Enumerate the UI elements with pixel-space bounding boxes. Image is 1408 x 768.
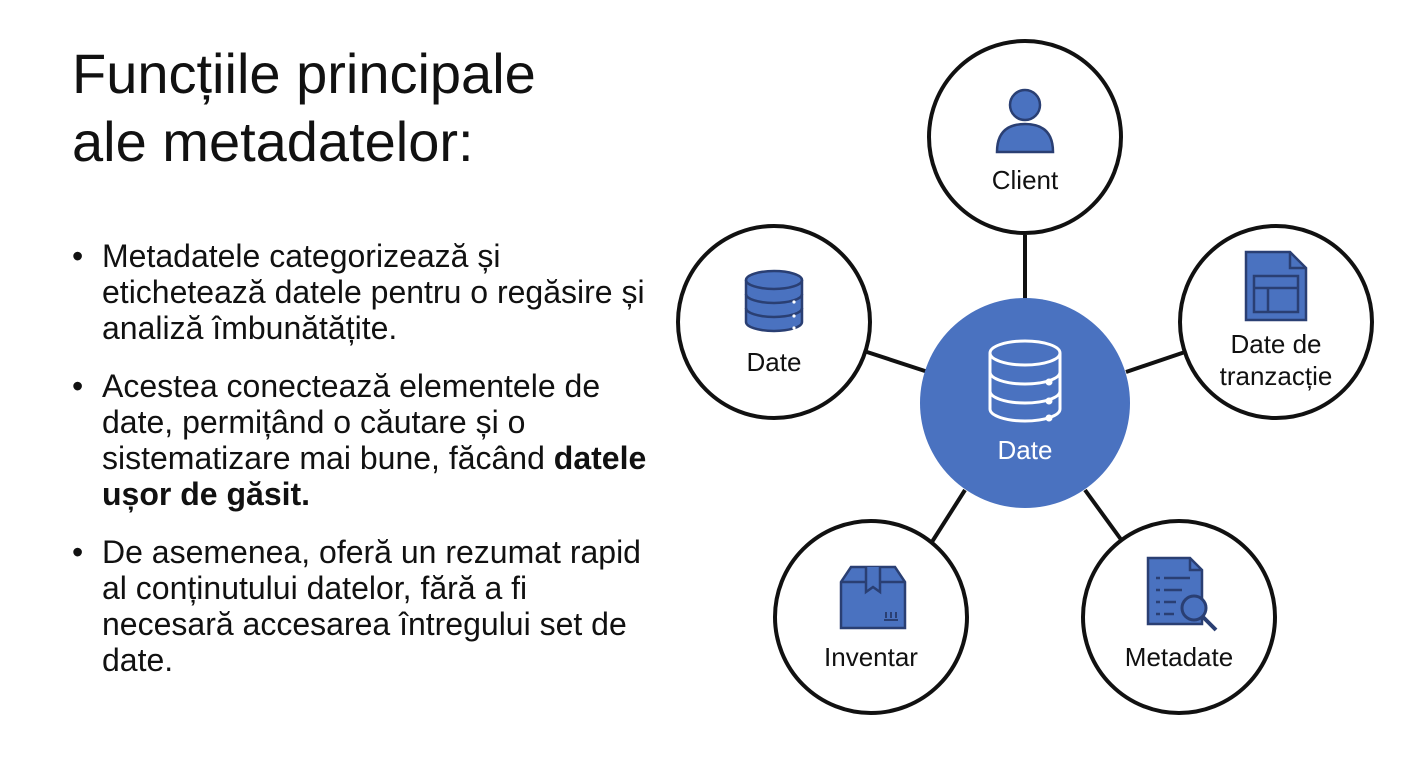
database-icon bbox=[744, 269, 804, 333]
center-node: Date bbox=[920, 298, 1130, 508]
node-metadate: Metadate bbox=[1081, 519, 1277, 715]
page-title: Funcțiile principale ale metadatelor: bbox=[72, 40, 632, 176]
bullet-item: Metadatele categorizează și etichetează … bbox=[72, 238, 652, 346]
node-client-label: Client bbox=[992, 165, 1059, 195]
title-line-1: Funcțiile principale bbox=[72, 42, 536, 105]
connector-date bbox=[866, 350, 929, 374]
node-tranzactie: Date de tranzacție bbox=[1178, 224, 1374, 420]
bullet-text: Acestea conectează elementele de date, p… bbox=[102, 368, 601, 476]
node-tranzactie-circle bbox=[1178, 224, 1374, 420]
center-label: Date bbox=[998, 435, 1053, 465]
title-line-2: ale metadatelor: bbox=[72, 110, 474, 173]
bullet-item: Acestea conectează elementele de date, p… bbox=[72, 368, 652, 512]
center-database-icon bbox=[988, 339, 1062, 423]
connector-tranzactie bbox=[1125, 349, 1189, 374]
bullet-text: De asemenea, oferă un rezumat rapid al c… bbox=[102, 534, 641, 678]
node-tranzactie-label-line-1: Date de bbox=[1230, 329, 1321, 359]
connector-metadate bbox=[1083, 488, 1127, 547]
node-date: Date bbox=[676, 224, 872, 420]
node-client: Client bbox=[927, 39, 1123, 235]
package-box-icon bbox=[839, 565, 907, 630]
bullet-list: Metadatele categorizează și etichetează … bbox=[72, 238, 652, 700]
node-inventar-label: Inventar bbox=[824, 642, 918, 672]
bullet-item: De asemenea, oferă un rezumat rapid al c… bbox=[72, 534, 652, 678]
document-table-icon bbox=[1244, 250, 1308, 322]
node-tranzactie-label-line-2: tranzacție bbox=[1220, 361, 1333, 391]
document-search-icon bbox=[1146, 556, 1218, 632]
user-icon bbox=[995, 88, 1055, 154]
connectors bbox=[866, 235, 1189, 547]
bullet-bold-text: datele ușor de găsit. bbox=[102, 440, 647, 512]
node-inventar: Inventar bbox=[773, 519, 969, 715]
connector-inventar bbox=[928, 488, 967, 547]
bullet-text: Metadatele categorizează și etichetează … bbox=[102, 238, 645, 346]
node-metadate-label: Metadate bbox=[1125, 642, 1233, 672]
node-date-label: Date bbox=[747, 347, 802, 377]
